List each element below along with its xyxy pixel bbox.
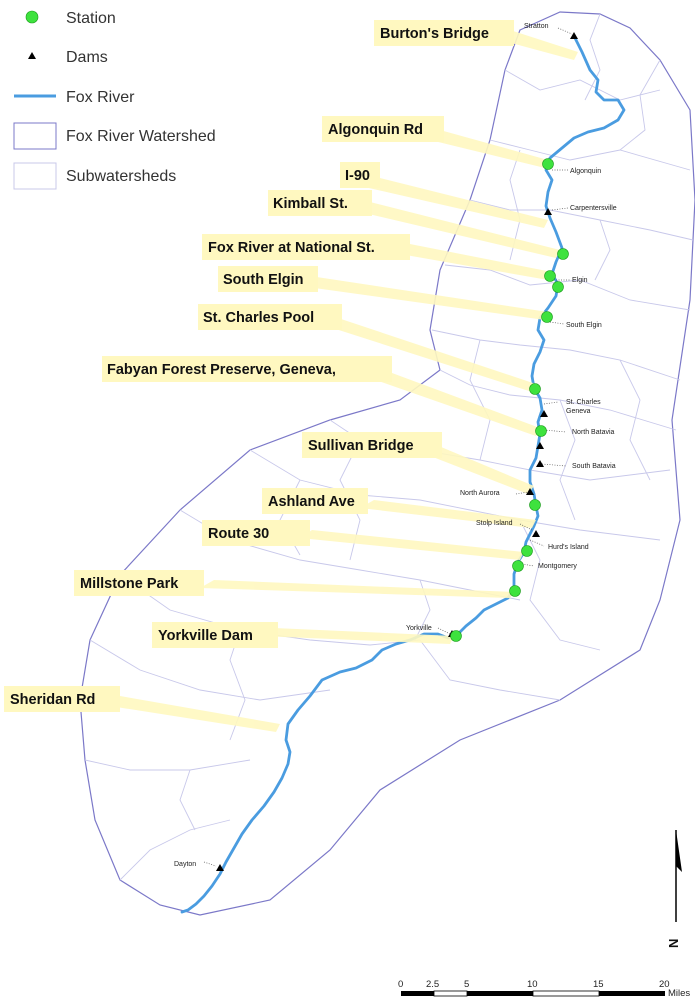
station-icon [529,499,541,511]
station-icon [557,248,569,260]
legend-station-icon [25,10,39,24]
dam-icon [216,864,224,871]
callout-algonquin-rd: Algonquin Rd [328,122,423,138]
callout-south-elgin: South Elgin [223,272,304,288]
callout-labels: Burton's Bridge Algonquin Rd I-90 Kimbal… [10,26,489,708]
callout-kimball-st: Kimball St. [273,196,348,212]
town-leaders [203,27,573,867]
legend-dams-label: Dams [66,49,108,66]
town-south-elgin: South Elgin [566,322,602,329]
dam-icon [536,460,544,467]
legend-dam-icon [28,52,36,59]
town-north-batavia: North Batavia [572,429,615,436]
fox-river [180,34,626,914]
north-label: N [666,939,681,948]
station-markers [450,158,569,642]
legend-watershed-label: Fox River Watershed [66,128,216,145]
town-labels: Stratton Algonquin Carpentersville Elgin… [174,23,617,868]
callout-sullivan-bridge: Sullivan Bridge [308,438,414,454]
dam-icon [544,208,552,215]
town-yorkville: Yorkville [406,625,432,632]
town-elgin: Elgin [572,277,588,284]
callout-boxes [4,20,514,712]
scale-unit: Miles [668,988,690,997]
dam-icon [570,32,578,39]
dam-icon [526,488,534,495]
legend-subwatershed-icon [13,162,57,190]
callout-national-st: Fox River at National St. [208,240,375,256]
town-geneva: Geneva [566,408,591,415]
legend: Station Dams Fox River Fox River Watersh… [13,10,216,190]
dam-icon [532,530,540,537]
scale-tick-10: 10 [527,979,538,990]
dam-icon [536,442,544,449]
callout-sheridan-rd: Sheridan Rd [10,692,95,708]
town-north-aurora: North Aurora [460,490,500,497]
callout-ashland-ave: Ashland Ave [268,494,355,510]
station-icon [529,383,541,395]
town-hurds-island: Hurd's Island [548,544,589,551]
dam-icon [540,410,548,417]
station-icon [542,158,554,170]
callout-leaders [110,30,578,732]
callout-route-30: Route 30 [208,526,269,542]
north-arrow-icon: N [666,830,682,948]
legend-subwatersheds-label: Subwatersheds [66,168,176,185]
callout-fabyan: Fabyan Forest Preserve, Geneva, [107,362,336,378]
town-south-batavia: South Batavia [572,463,616,470]
callout-yorkville-dam: Yorkville Dam [158,628,253,644]
callout-millstone-park: Millstone Park [80,576,179,592]
station-icon [509,585,521,597]
watershed-boundary [79,11,695,916]
scale-tick-5: 5 [464,979,469,990]
town-montgomery: Montgomery [538,563,577,570]
town-dayton: Dayton [174,861,196,868]
scale-tick-15: 15 [593,979,604,990]
town-stratton: Stratton [524,23,549,30]
station-icon [521,545,533,557]
scale-tick-20: 20 [659,979,670,990]
town-algonquin: Algonquin [570,168,601,175]
station-icon [512,560,524,572]
station-icon [541,311,553,323]
legend-watershed-icon [13,122,57,150]
station-icon [535,425,547,437]
station-icon [450,630,462,642]
callout-st-charles-pool: St. Charles Pool [203,310,314,326]
legend-river-label: Fox River [66,89,135,106]
town-stolp-island: Stolp Island [476,520,513,527]
station-icon [552,281,564,293]
scale-tick-0: 0 [398,979,403,990]
station-icon [544,270,556,282]
callout-burtons-bridge: Burton's Bridge [380,26,489,42]
town-carpentersville: Carpentersville [570,205,617,212]
scale-bar: 0 2.5 5 10 15 20 Miles [398,979,690,997]
town-st-charles: St. Charles [566,399,601,406]
scale-tick-2-5: 2.5 [426,979,439,990]
legend-station-label: Station [66,10,116,27]
callout-i90: I-90 [345,168,370,184]
